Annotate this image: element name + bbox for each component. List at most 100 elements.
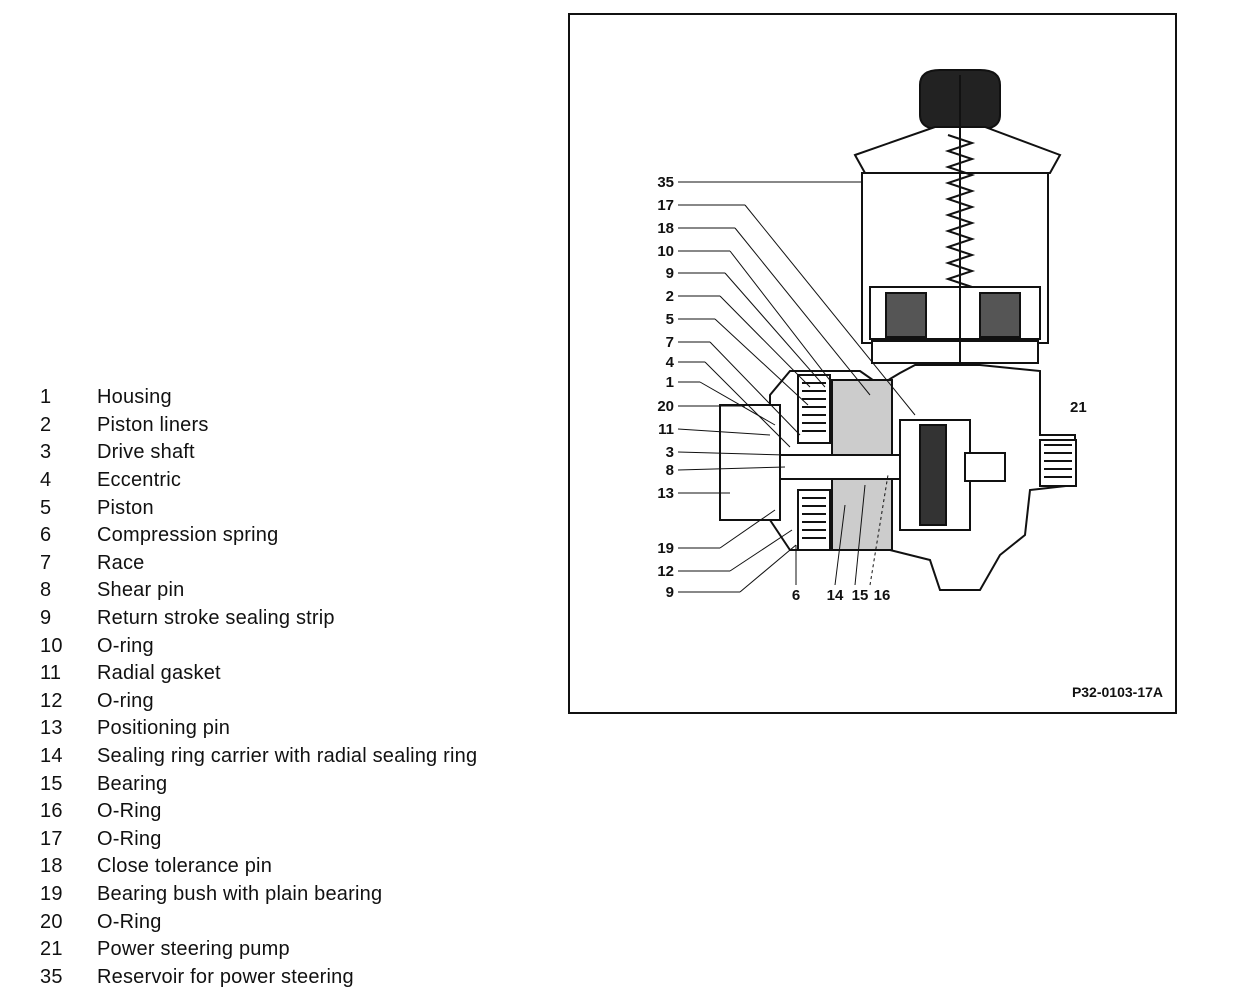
legend-number: 18: [40, 855, 63, 878]
legend-label: O-Ring: [97, 800, 162, 823]
legend-label: O-ring: [97, 634, 154, 657]
reservoir-lid-shape: [853, 126, 1062, 174]
legend-number: 14: [40, 745, 63, 768]
legend-item: 2 Piston liners: [40, 412, 477, 440]
legend-number: 8: [40, 579, 52, 602]
pump-diagram-frame: 35 17 18 10 9 2 5 7 4 1 20 11 3 8 13 19 …: [568, 13, 1177, 714]
legend-number: 17: [40, 827, 63, 850]
legend-label: Piston liners: [97, 413, 209, 436]
legend-item: 9 Return stroke sealing strip: [40, 605, 477, 633]
legend-item: 3 Drive shaft: [40, 439, 477, 467]
legend-label: Eccentric: [97, 469, 182, 492]
legend-number: 5: [40, 496, 52, 519]
legend-number: 3: [40, 441, 52, 464]
legend-label: Bearing bush with plain bearing: [97, 882, 383, 905]
callout-16: 16: [874, 587, 891, 604]
upper-piston-shape: [797, 374, 831, 444]
callout-35: 35: [657, 174, 674, 191]
legend-item: 10 O-ring: [40, 632, 477, 660]
pump-cutaway-drawing: 35 17 18 10 9 2 5 7 4 1 20 11 3 8 13 19 …: [657, 69, 1087, 604]
rotor-block: [919, 424, 947, 526]
callout-10: 10: [657, 243, 674, 260]
upper-piston-spring: [802, 382, 826, 432]
legend-number: 16: [40, 800, 63, 823]
legend-label: Piston: [97, 496, 154, 519]
legend-item: 14 Sealing ring carrier with radial seali…: [40, 743, 477, 771]
legend-item: 18 Close tolerance pin: [40, 853, 477, 881]
legend-number: 15: [40, 772, 63, 795]
legend-label: Power steering pump: [97, 938, 290, 961]
callout-13: 13: [657, 485, 674, 502]
legend-item: 5 Piston: [40, 494, 477, 522]
legend-number: 9: [40, 607, 52, 630]
callout-9-lower: 9: [666, 584, 674, 601]
callout-14: 14: [827, 587, 844, 604]
filter-block-left: [885, 292, 927, 338]
legend-number: 35: [40, 965, 63, 988]
legend-number: 6: [40, 524, 52, 547]
figure-reference-code: P32-0103-17A: [1071, 684, 1163, 700]
callout-9-upper: 9: [666, 265, 674, 282]
filter-block-right: [979, 292, 1021, 338]
legend-label: Sealing ring carrier with radial sealing…: [97, 745, 478, 768]
legend-label: Shear pin: [97, 579, 185, 602]
legend-item: 21 Power steering pump: [40, 936, 477, 964]
legend-number: 21: [40, 938, 63, 961]
legend-number: 4: [40, 469, 52, 492]
callout-20: 20: [657, 398, 674, 415]
callout-21: 21: [1070, 399, 1087, 416]
legend-number: 10: [40, 634, 63, 657]
legend-number: 20: [40, 910, 63, 933]
legend-item: 11 Radial gasket: [40, 660, 477, 688]
legend-item: 12 O-ring: [40, 688, 477, 716]
callout-11: 11: [658, 421, 674, 438]
callout-2: 2: [666, 288, 674, 305]
control-valve-shape: [964, 452, 1006, 482]
legend-label: O-Ring: [97, 827, 162, 850]
threaded-outlet: [1039, 439, 1077, 487]
legend-number: 7: [40, 551, 52, 574]
legend-item: 7 Race: [40, 550, 477, 578]
legend-label: Close tolerance pin: [97, 855, 273, 878]
callout-18: 18: [657, 220, 674, 237]
legend-label: Race: [97, 551, 145, 574]
legend-number: 2: [40, 413, 52, 436]
legend-number: 12: [40, 689, 63, 712]
legend-item: 15 Bearing: [40, 770, 477, 798]
legend-number: 11: [40, 662, 62, 685]
callout-3: 3: [666, 444, 674, 461]
legend-label: Radial gasket: [97, 662, 221, 685]
callout-12: 12: [657, 563, 674, 580]
callout-leader-lines: [677, 181, 916, 593]
legend-label: Bearing: [97, 772, 168, 795]
legend-item: 6 Compression spring: [40, 522, 477, 550]
legend-item: 16 O-Ring: [40, 798, 477, 826]
lower-piston-shape: [797, 489, 831, 551]
legend-item: 4 Eccentric: [40, 467, 477, 495]
legend-item: 17 O-Ring: [40, 826, 477, 854]
legend-item: 8 Shear pin: [40, 577, 477, 605]
legend-number: 13: [40, 717, 63, 740]
callout-8: 8: [666, 462, 674, 479]
callout-6: 6: [792, 587, 800, 604]
callout-1: 1: [666, 374, 674, 391]
legend-label: Compression spring: [97, 524, 279, 547]
legend-label: Housing: [97, 386, 172, 409]
callout-5: 5: [666, 311, 674, 328]
callout-7: 7: [666, 334, 674, 351]
callout-19: 19: [657, 540, 674, 557]
legend-label: Return stroke sealing strip: [97, 607, 335, 630]
callout-15: 15: [852, 587, 869, 604]
reservoir-spring: [944, 134, 976, 288]
legend-label: Positioning pin: [97, 717, 231, 740]
legend-label: Drive shaft: [97, 441, 195, 464]
callout-17: 17: [657, 197, 674, 214]
legend-label: O-ring: [97, 689, 154, 712]
legend-item: 13 Positioning pin: [40, 715, 477, 743]
lower-piston-spring: [802, 497, 826, 539]
